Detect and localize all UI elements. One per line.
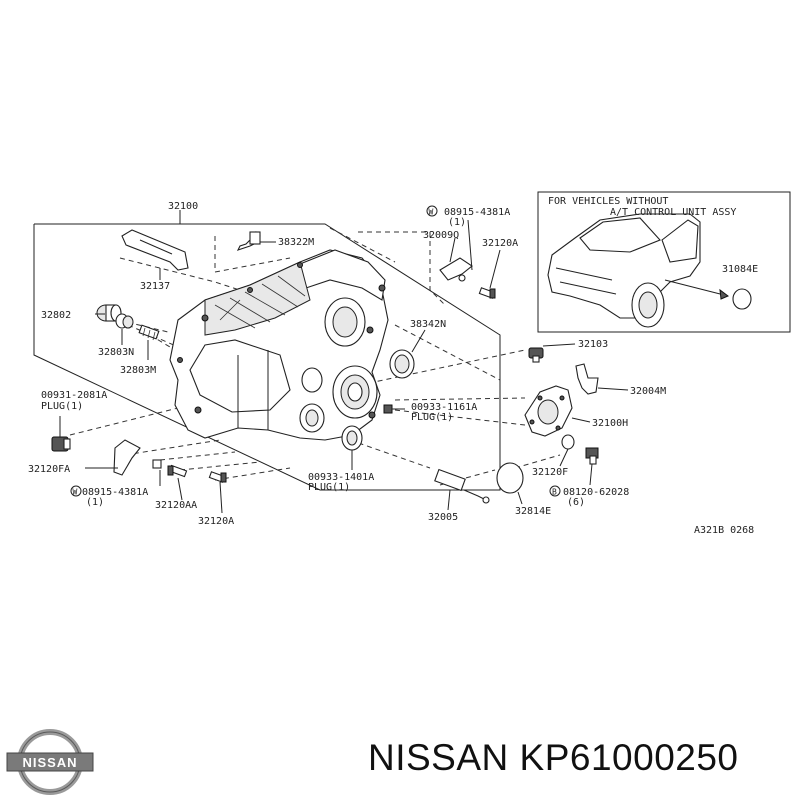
callout-38322M: 38322M (278, 237, 314, 248)
part-00933a-plug (383, 404, 393, 414)
part-38322M-breather (236, 231, 261, 251)
marker-w-bottom: W (73, 488, 78, 497)
part-00931-plug (51, 436, 71, 452)
callout-32120Ab: 32120A (198, 516, 234, 527)
part-32803N-seal (115, 313, 134, 329)
callout-32814E: 32814E (515, 506, 551, 517)
part-32100H-cover (524, 385, 573, 437)
callout-00933a: 00933-1161A (411, 402, 477, 413)
part-32137-bracket (121, 229, 189, 271)
callout-32100: 32100 (168, 201, 198, 212)
part-32009Q-bracket (439, 257, 473, 282)
assembly-outline (33, 210, 501, 491)
part-32120F-gasket (561, 434, 575, 450)
callout-32120Aa: 32120A (482, 238, 518, 249)
callout-31084E: 31084E (722, 264, 758, 275)
nissan-logo-text: NISSAN (22, 755, 77, 770)
callout-00933b: 00933-1401A (308, 472, 374, 483)
callout-32103: 32103 (578, 339, 608, 350)
part-08915b-washer (152, 459, 162, 469)
callout-32120AA: 32120AA (155, 500, 197, 511)
part-number-title: NISSAN KP61000250 (368, 737, 739, 778)
callout-08915a: 08915-4381A (444, 207, 510, 218)
part-08120-bolt (585, 447, 599, 465)
part-32120Aa-bolt (478, 287, 496, 299)
inset-box (537, 191, 791, 333)
callout-32120F: 32120F (532, 467, 568, 478)
callout-labels: 32100 38322M 32137 32802 32803N 32803M 0… (28, 196, 758, 536)
leader-lines (59, 219, 629, 514)
diagram-code: A321B 0268 (694, 525, 754, 536)
part-32803M-spring (138, 324, 160, 341)
part-32005-sensor (434, 468, 490, 504)
callout-08915a-sub: (1) (448, 217, 466, 228)
part-32120FA-bracket (113, 439, 141, 476)
nissan-logo: NISSAN (6, 729, 94, 795)
inset-caption-line2: A/T CONTROL UNIT ASSY (610, 207, 736, 218)
inset-caption-line1: FOR VEHICLES WITHOUT (548, 196, 668, 207)
callout-32802: 32802 (41, 310, 71, 321)
callout-00933a-sub: PLUG(1) (411, 412, 453, 423)
callout-00931-sub: PLUG(1) (41, 401, 83, 412)
callout-32009Q: 32009Q (423, 230, 459, 241)
callout-32803M: 32803M (120, 365, 156, 376)
callout-32100H: 32100H (592, 418, 628, 429)
circled-markers: W W B (70, 205, 561, 497)
callout-00933b-sub: PLUG(1) (308, 482, 350, 493)
transmission-case (169, 249, 389, 441)
part-38342N-oil-seal (389, 349, 415, 379)
callout-32004M: 32004M (630, 386, 666, 397)
part-32802-cap (96, 304, 122, 322)
part-32120AA-bolt (167, 464, 188, 478)
callout-08915b-sub: (1) (86, 497, 104, 508)
callout-38342N: 38342N (410, 319, 446, 330)
marker-w-top: W (429, 208, 434, 217)
callout-32120FA: 32120FA (28, 464, 70, 475)
part-32814E-o-ring (496, 462, 524, 494)
callout-00931: 00931-2081A (41, 390, 107, 401)
callout-32137: 32137 (140, 281, 170, 292)
part-32004M-bracket (575, 363, 599, 395)
callout-08915b: 08915-4381A (82, 487, 148, 498)
part-00933b-plug (341, 425, 363, 451)
callout-08120-sub: (6) (567, 497, 585, 508)
callout-32005: 32005 (428, 512, 458, 523)
part-32103-cap (528, 347, 544, 363)
part-32120Ab-bolt (208, 471, 227, 483)
callout-08120: 08120-62028 (563, 487, 629, 498)
callout-32803N: 32803N (98, 347, 134, 358)
marker-b: B (552, 488, 557, 497)
